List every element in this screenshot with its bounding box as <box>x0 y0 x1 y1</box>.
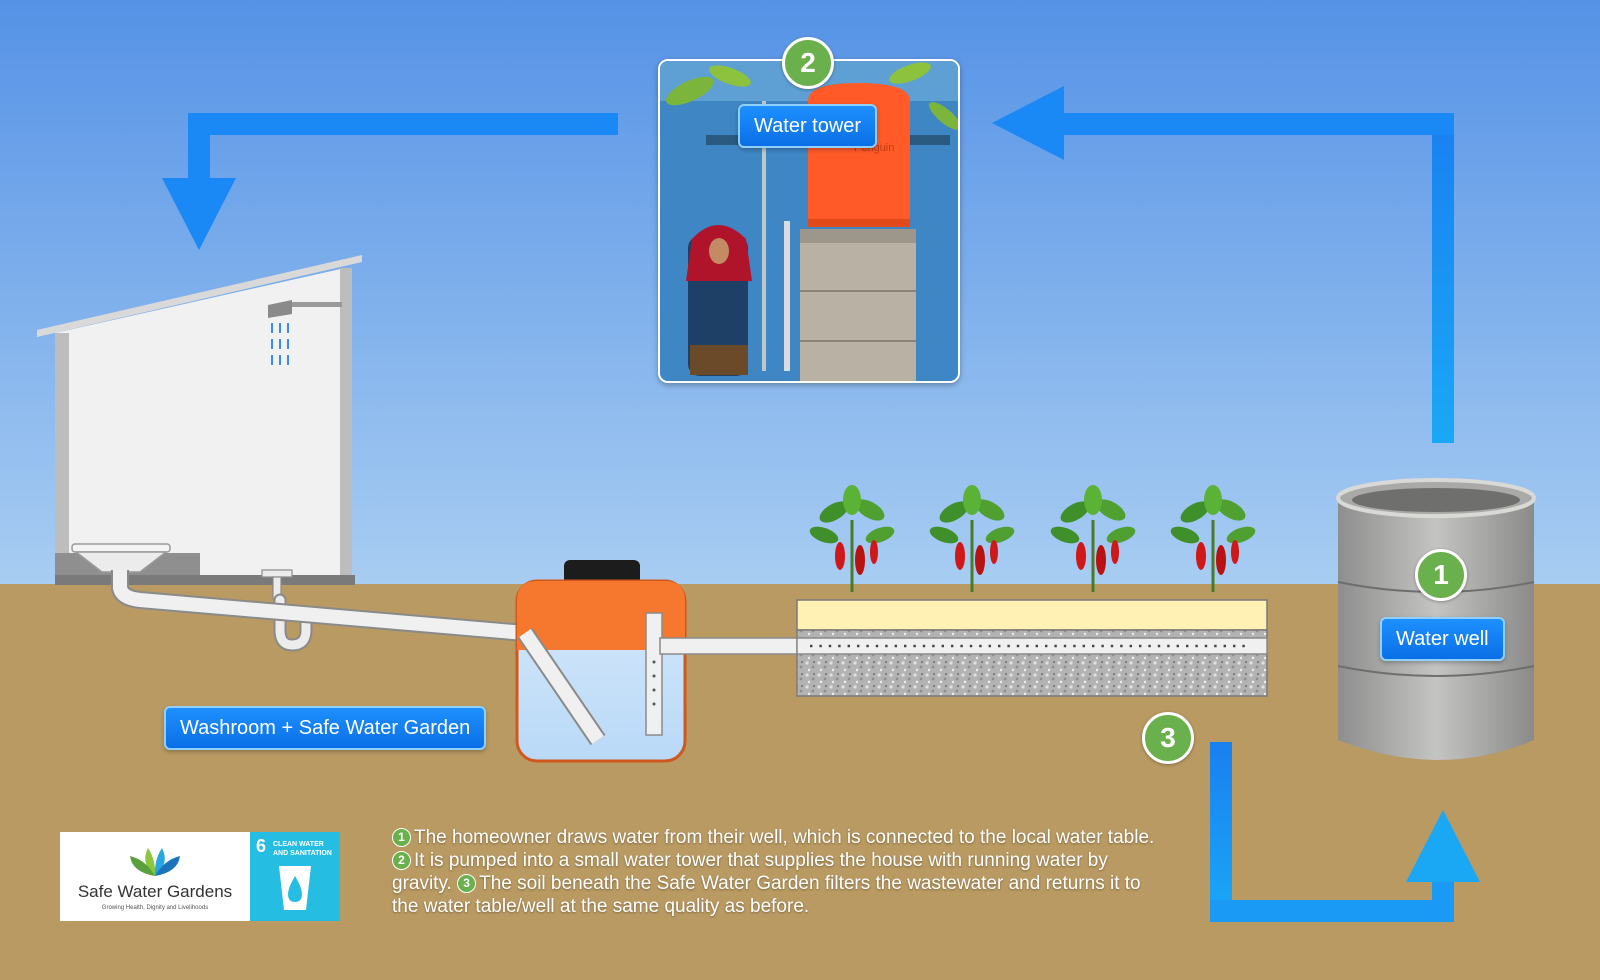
safe-water-gardens-logo: Safe Water Gardens Growing Health, Digni… <box>60 832 250 921</box>
chili-plant-icon <box>1170 485 1256 592</box>
safe-water-garden-bed <box>796 599 1268 697</box>
septic-tank <box>515 560 687 763</box>
drain-pipe <box>111 570 606 746</box>
shower-icon <box>268 300 342 365</box>
sdg-number: 6 <box>256 836 267 856</box>
sdg6-badge: 6 CLEAN WATER AND SANITATION <box>250 832 340 921</box>
logo-name: Safe Water Gardens <box>77 882 233 901</box>
water-tower-photo: Penguin <box>658 59 960 383</box>
water-tower-illustration: Penguin <box>660 61 958 381</box>
step-2-badge: 2 <box>782 37 834 89</box>
step-1-badge: 1 <box>1415 549 1467 601</box>
caption-step-1-text: The homeowner draws water from their wel… <box>414 827 1155 848</box>
floor-drain <box>261 569 313 652</box>
caption-step-2-text: It is pumped into a small water tower th… <box>392 850 1108 894</box>
chili-plant-icon <box>1050 485 1136 592</box>
washroom-label: Washroom + Safe Water Garden <box>164 706 487 750</box>
step-3-badge: 3 <box>1142 712 1194 764</box>
arrow-up-icon <box>1210 742 1480 922</box>
chili-plant-icon <box>929 485 1015 592</box>
caption-step-2-badge: 2 <box>392 851 411 870</box>
arrow-down-icon <box>162 113 618 250</box>
caption-step-3-text: The soil beneath the Safe Water Garden f… <box>392 873 1141 917</box>
water-tower-label: Water tower <box>738 104 878 148</box>
water-drop-icon <box>279 866 311 910</box>
chili-plant-icon <box>809 485 895 592</box>
lotus-logo-icon <box>130 848 180 876</box>
sdg-title: CLEAN WATER AND SANITATION <box>273 841 332 857</box>
water-well-label: Water well <box>1380 617 1505 661</box>
caption-step-3-badge: 3 <box>457 874 477 893</box>
toilet-fixture <box>71 543 171 573</box>
arrow-left-icon <box>992 86 1454 443</box>
caption-step-1-badge: 1 <box>392 828 411 847</box>
logo-tagline: Growing Health, Dignity and Livelihoods <box>101 905 209 911</box>
